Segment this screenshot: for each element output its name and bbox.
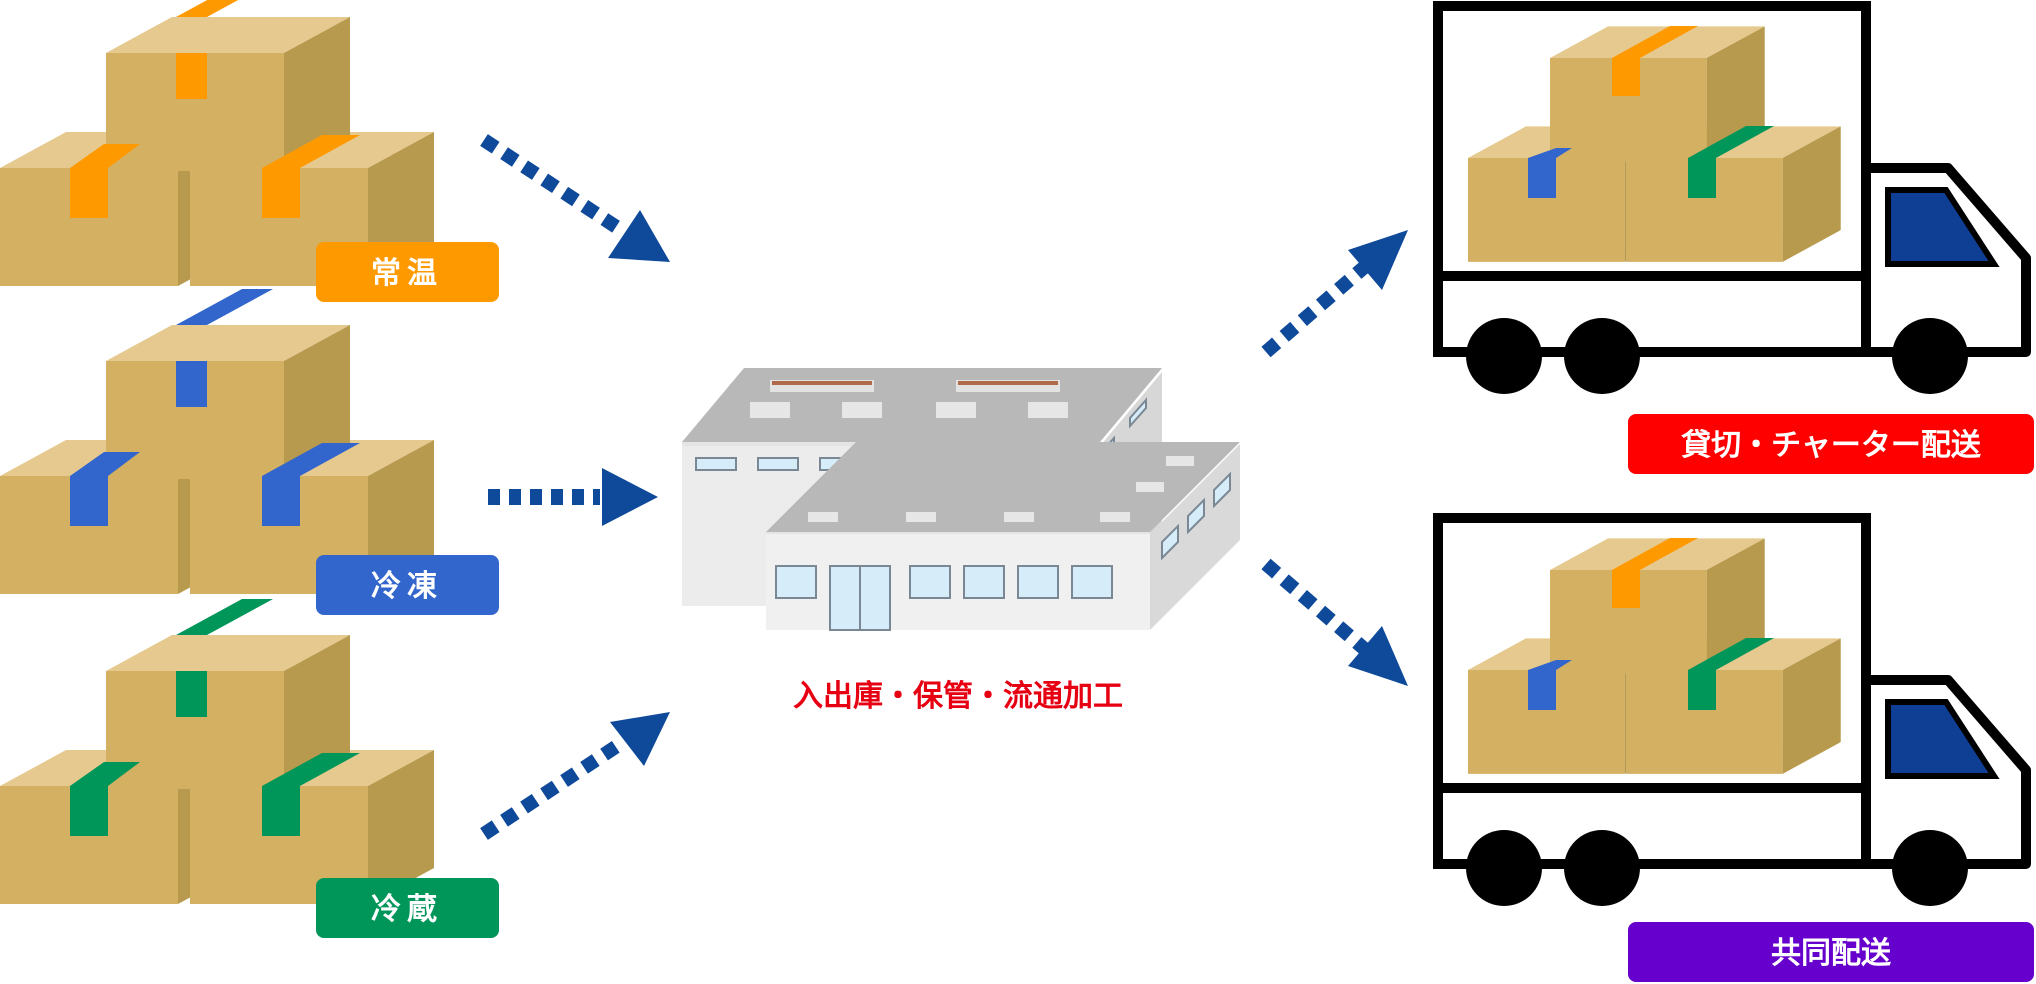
frozen-box-stack <box>0 289 434 594</box>
chilled-label-text: 冷蔵 <box>371 892 443 927</box>
warehouse-illustration <box>682 368 1240 631</box>
chilled-box-stack <box>0 599 434 904</box>
shared-label: 共同配送 <box>1628 922 2034 982</box>
charter-label-text: 貸切・チャーター配送 <box>1681 428 1981 463</box>
frozen-label-text: 冷凍 <box>371 569 443 604</box>
ambient-box-stack <box>0 0 434 286</box>
chilled-label: 冷蔵 <box>316 878 499 938</box>
tape-front <box>176 53 207 99</box>
frozen-label: 冷凍 <box>316 555 499 615</box>
tape-left <box>70 168 108 218</box>
arrow-chilled-to-warehouse <box>480 712 670 840</box>
charter-label: 貸切・チャーター配送 <box>1628 414 2034 474</box>
shared-truck <box>1433 513 2031 906</box>
arrow-warehouse-to-shared <box>1261 558 1408 686</box>
ambient-label: 常温 <box>316 242 499 302</box>
tape-right <box>262 168 300 218</box>
arrow-ambient-to-warehouse <box>480 134 670 262</box>
arrow-warehouse-to-charter <box>1261 230 1408 358</box>
tape-top <box>176 0 239 17</box>
arrow-frozen-to-warehouse <box>488 468 658 526</box>
charter-truck <box>1433 1 2031 394</box>
warehouse-label: 入出庫・保管・流通加工 <box>793 679 1123 714</box>
ambient-label-text: 常温 <box>371 256 443 291</box>
shared-label-text: 共同配送 <box>1771 936 1891 971</box>
